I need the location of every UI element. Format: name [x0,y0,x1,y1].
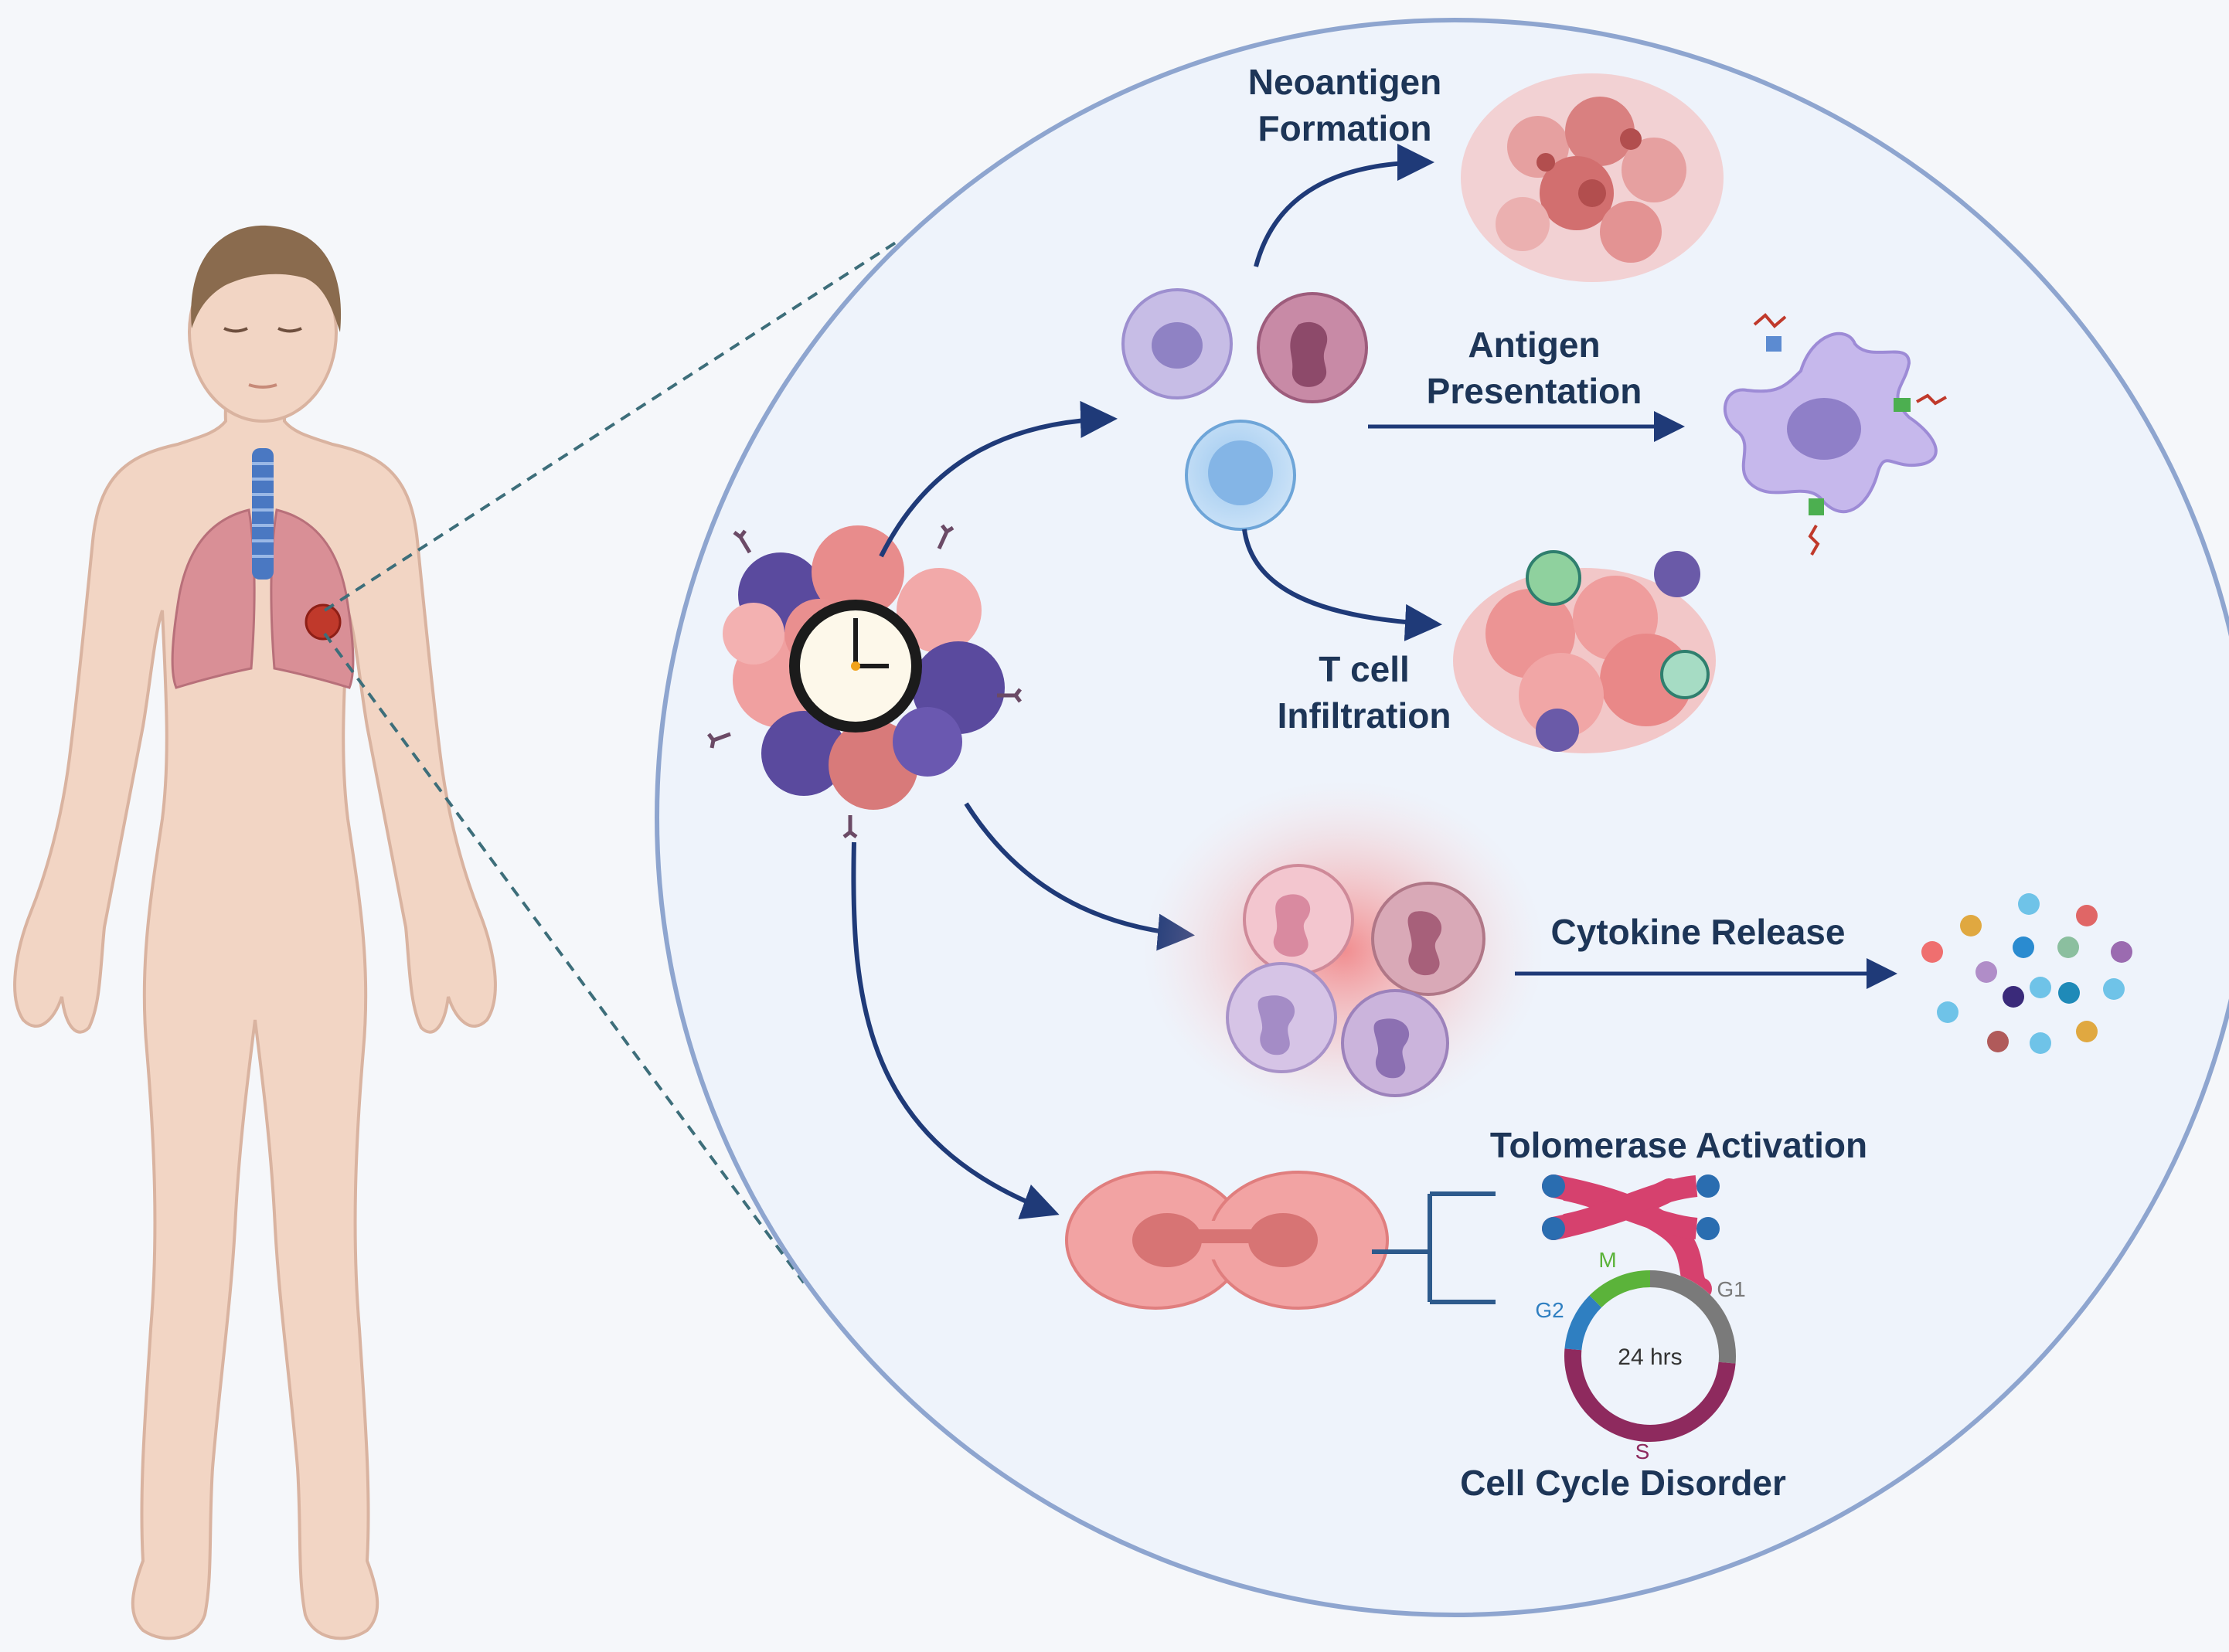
phase-arc-s [1564,1348,1736,1442]
zoom-line-top [323,238,902,612]
arrow-tcell-infiltration [1242,529,1442,641]
immune-cells [1121,288,1368,531]
infiltrated-tumor [1453,550,1716,753]
cell-cycle-center-label: 24 hrs [1618,1344,1682,1370]
arrow-to-immune-cells [879,400,1118,558]
neoantigen-label-line2: Formation [1258,108,1432,148]
left-lung [171,508,256,689]
phase-m-label: M [1598,1248,1616,1272]
right-lung [270,508,355,689]
arrow-neoantigen [1254,144,1434,267]
dividing-cell [1065,1171,1389,1310]
antigen-label-line2: Presentation [1427,371,1642,411]
bracket [1372,1191,1496,1304]
cell-cycle-arcs [1564,1270,1736,1442]
trachea [252,448,274,580]
cell-cycle-ring: 24 hrs M G1 S G2 [1535,1248,1745,1463]
phase-s-label: S [1635,1440,1650,1463]
mouth [248,383,277,389]
dendritic-cell [1724,313,1947,556]
tcell-label-line2: Infiltration [1278,695,1451,736]
tcell-label-line1: T cell [1319,649,1410,689]
human-body [13,225,497,1640]
trachea-rings [252,462,274,558]
cytokine-particles [1921,893,2132,1054]
hair [191,225,342,332]
body-silhouette [13,361,497,1640]
zoom-line-bottom [323,632,805,1284]
clock-icon [789,600,922,733]
closed-eye-right [277,327,302,333]
closed-eye-left [223,327,248,333]
phase-arc-m [1589,1270,1651,1308]
antigen-label-line1: Antigen [1468,325,1600,365]
cell-cycle-label: Cell Cycle Disorder [1460,1463,1786,1503]
arrow-to-dividing-cell [851,841,1060,1220]
neoantigen-label-line1: Neoantigen [1248,62,1441,102]
phase-g1-label: G1 [1717,1277,1745,1301]
chromosome-icon [1542,1174,1720,1300]
lung-tumor [305,603,342,641]
cytokine-label: Cytokine Release [1551,912,1846,952]
phase-arc-g1 [1649,1270,1736,1364]
neoantigen-cluster [1461,73,1724,282]
neutrophils [1226,864,1485,1097]
phase-arc-g2 [1564,1295,1602,1351]
phase-g2-label: G2 [1535,1298,1564,1322]
telomerase-label: Tolomerase Activation [1490,1125,1867,1165]
